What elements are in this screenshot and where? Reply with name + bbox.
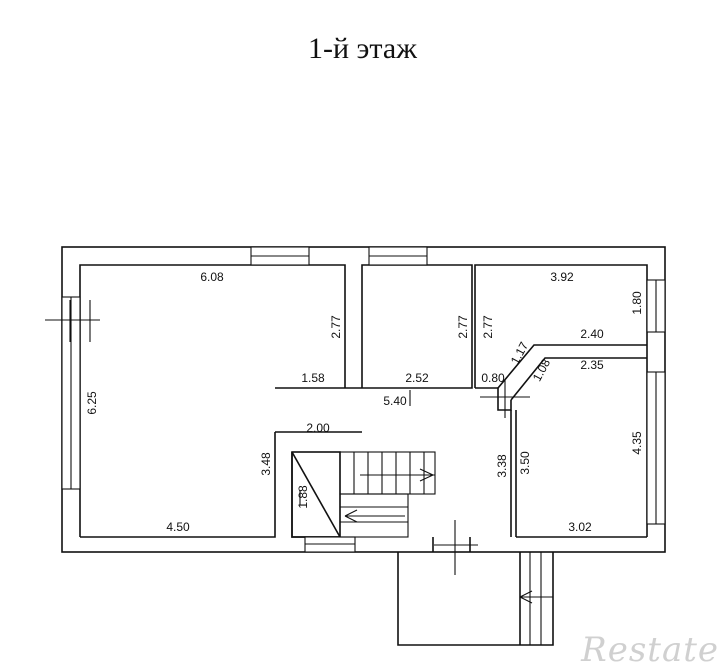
dim-right-room-top-outer: 2.40	[580, 327, 604, 341]
diagonal-wall	[497, 344, 647, 389]
dim-right-top-height: 1.80	[630, 291, 644, 315]
walls	[61, 246, 666, 646]
watermark-logo: Restate	[581, 630, 719, 670]
dim-middle-room-height: 2.77	[456, 315, 470, 339]
dim-right-room-bottom: 3.02	[568, 520, 592, 534]
dim-stair-height: 3.48	[259, 452, 273, 476]
axis-marks	[45, 300, 530, 575]
dim-door-gap: 0.80	[481, 371, 505, 385]
dim-hall-width: 5.40	[383, 394, 407, 408]
dim-right-room-top-inner: 2.35	[580, 358, 604, 372]
dim-left-room-side: 6.25	[85, 391, 99, 415]
dim-left-room-top: 6.08	[200, 270, 224, 284]
dim-left-room-inner-height: 2.77	[329, 315, 343, 339]
dim-stair-inner: 1.88	[296, 485, 310, 509]
dim-left-room-bottom: 4.50	[166, 520, 190, 534]
left-room-bottom-wall	[80, 432, 276, 538]
porch-outline	[397, 552, 554, 646]
dim-right-room-inner-height: 3.50	[518, 451, 532, 475]
dim-left-partition: 1.58	[301, 371, 325, 385]
dim-corridor-height: 3.38	[495, 454, 509, 478]
dim-right-top-width: 3.92	[550, 270, 574, 284]
stair-flight-right	[299, 451, 436, 538]
dim-diag-wall-inner: 1.08	[530, 356, 553, 383]
dim-middle-room-width: 2.52	[405, 371, 429, 385]
dim-right-room-height: 4.35	[630, 431, 644, 455]
outer-wall-outline	[61, 246, 666, 553]
dim-right-corridor-height: 2.77	[481, 315, 495, 339]
right-top-room-walls	[474, 264, 648, 537]
middle-room-walls	[361, 264, 473, 389]
porch-steps	[519, 552, 553, 645]
dim-stair-width: 2.00	[306, 421, 330, 435]
windows	[61, 246, 666, 553]
floor-title: 1-й этаж	[308, 32, 417, 65]
